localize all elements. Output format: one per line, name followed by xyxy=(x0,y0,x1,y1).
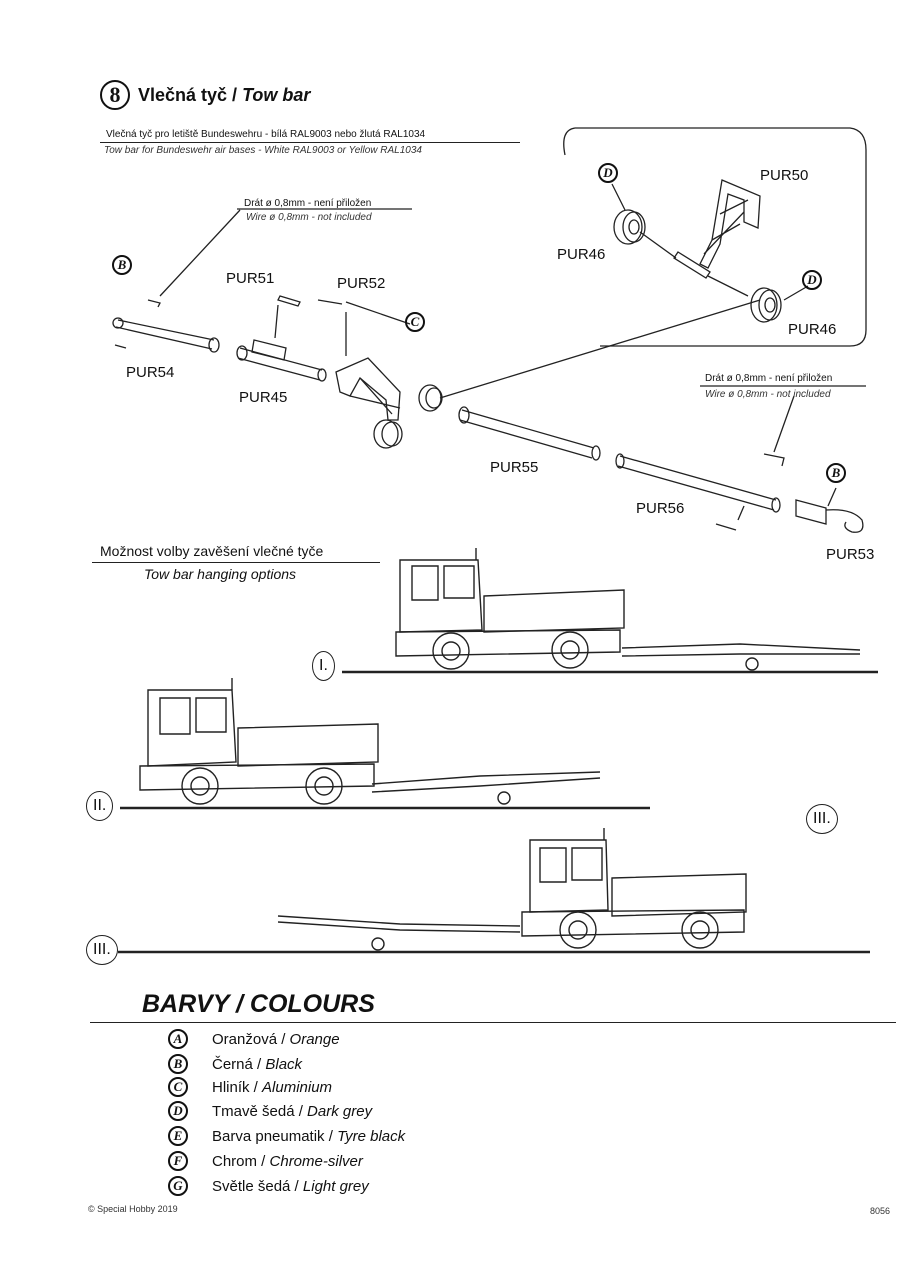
step-note-cz: Vlečná tyč pro letiště Bundeswehru - bíl… xyxy=(106,129,426,140)
colour-code-badge: E xyxy=(168,1126,188,1146)
colour-code-badge: D xyxy=(168,1101,188,1121)
colour-name-cz: Světle šedá / xyxy=(212,1177,299,1195)
part-label-pur46: PUR46 xyxy=(557,246,606,263)
colour-name-cz: Barva pneumatik / xyxy=(212,1127,333,1145)
option-label-3: III. xyxy=(86,935,118,965)
colours-divider xyxy=(90,1022,896,1023)
pur56-tube-drawing xyxy=(615,453,781,521)
colour-row-a: A Oranžová / Orange xyxy=(168,1028,340,1050)
colour-name-en: Aluminium xyxy=(262,1078,333,1096)
step-note-en: Tow bar for Bundeswehr air bases - White… xyxy=(104,145,422,156)
colour-row-e: E Barva pneumatik / Tyre black xyxy=(168,1125,405,1147)
inset-frame xyxy=(563,127,867,347)
part-label-pur56: PUR56 xyxy=(636,500,685,517)
colour-name-cz: Tmavě šedá / xyxy=(212,1102,303,1120)
colour-row-c: C Hliník / Aluminium xyxy=(168,1076,332,1098)
option-label-2: II. xyxy=(86,791,114,821)
pur51-drawing xyxy=(277,295,301,307)
pur50-frame-drawing xyxy=(673,179,761,279)
colour-name-cz: Oranžová / xyxy=(212,1030,286,1048)
hanging-options-title-cz: Možnost volby zavěšení vlečné tyče xyxy=(100,543,324,559)
hanging-options-title-en: Tow bar hanging options xyxy=(144,566,297,582)
colour-name-en: Light grey xyxy=(302,1177,369,1195)
step-title-cz: Vlečná tyč / xyxy=(138,85,238,105)
pur54-tube-drawing xyxy=(112,299,220,353)
colour-name-cz: Chrom / xyxy=(212,1152,266,1170)
part-label-pur50: PUR50 xyxy=(760,167,809,184)
paint-callout-b-badge: B xyxy=(826,463,846,483)
colour-name-en: Black xyxy=(265,1055,303,1073)
paint-callout-c-badge: C xyxy=(405,312,425,332)
colour-code-badge: B xyxy=(168,1054,188,1074)
part-label-pur45: PUR45 xyxy=(239,389,288,406)
truck-option-2-drawing xyxy=(139,678,601,805)
step-title-en: Tow bar xyxy=(242,85,311,105)
colour-row-d: D Tmavě šedá / Dark grey xyxy=(168,1100,372,1122)
truck-option-1-drawing xyxy=(395,548,861,671)
paint-callout-d-badge: D xyxy=(598,163,618,183)
colour-row-f: F Chrom / Chrome-silver xyxy=(168,1150,363,1172)
part-label-pur46: PUR46 xyxy=(788,321,837,338)
copyright: © Special Hobby 2019 xyxy=(88,1204,178,1214)
pur55-tube-drawing xyxy=(458,406,601,461)
pur46-wheel-left-drawing xyxy=(613,209,646,245)
step-number-badge: 8 xyxy=(100,80,130,110)
pur53-hook-drawing xyxy=(795,487,864,533)
truck-option-3-drawing xyxy=(277,828,747,951)
step-title: Vlečná tyč / Tow bar xyxy=(138,85,310,106)
option-label-3-side: III. xyxy=(806,804,838,834)
page-number: 8056 xyxy=(870,1206,891,1216)
part-label-pur53: PUR53 xyxy=(826,546,875,563)
wire-note-1-en: Wire ø 0,8mm - not included xyxy=(246,212,372,223)
main-frame-drawing xyxy=(335,357,443,449)
colour-name-en: Chrome-silver xyxy=(269,1152,363,1170)
colours-title: BARVY / COLOURS xyxy=(142,990,375,1018)
part-label-pur55: PUR55 xyxy=(490,459,539,476)
pur46-wheel-right-drawing xyxy=(750,287,782,323)
colour-name-en: Dark grey xyxy=(307,1102,373,1120)
hanging-options-divider xyxy=(92,562,380,563)
wire-note-2-en: Wire ø 0,8mm - not included xyxy=(705,389,831,400)
colour-row-b: B Černá / Black xyxy=(168,1053,302,1075)
paint-callout-b-badge: B xyxy=(112,255,132,275)
colour-code-badge: G xyxy=(168,1176,188,1196)
colour-code-badge: A xyxy=(168,1029,188,1049)
step-note-divider xyxy=(100,142,520,143)
colour-name-en: Orange xyxy=(289,1030,340,1048)
colour-code-badge: F xyxy=(168,1151,188,1171)
part-label-pur52: PUR52 xyxy=(337,275,386,292)
option-label-1: I. xyxy=(312,651,335,681)
truck-illustrations xyxy=(118,548,878,954)
colour-name-cz: Hliník / xyxy=(212,1078,258,1096)
part-label-pur51: PUR51 xyxy=(226,270,275,287)
wire-note-1-cz: Drát ø 0,8mm - není přiložen xyxy=(244,198,372,209)
colour-code-badge: C xyxy=(168,1077,188,1097)
paint-callout-d-badge: D xyxy=(802,270,822,290)
pur45-drawing xyxy=(236,339,327,382)
pur52-drawing xyxy=(317,299,411,325)
towbar-assembly-diagram xyxy=(112,127,867,533)
colour-name-en: Tyre black xyxy=(337,1127,406,1145)
colour-name-cz: Černá / xyxy=(212,1055,262,1073)
colour-row-g: G Světle šedá / Light grey xyxy=(168,1175,369,1197)
part-label-pur54: PUR54 xyxy=(126,364,175,381)
wire-note-2-cz: Drát ø 0,8mm - není přiložen xyxy=(705,373,833,384)
